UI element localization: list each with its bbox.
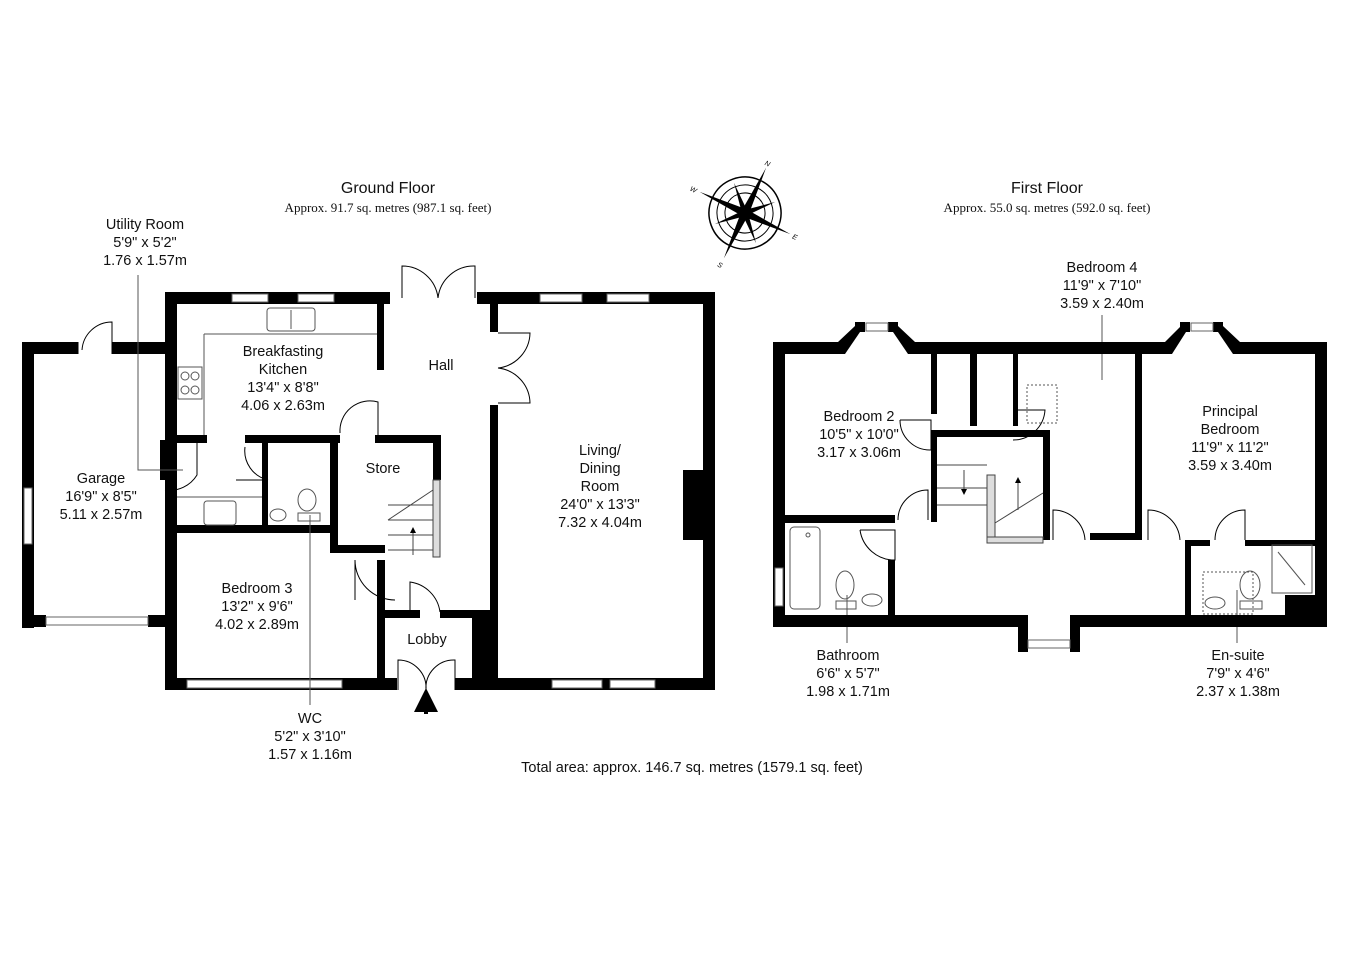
ground-floor-doors xyxy=(77,265,531,691)
first-floor-windows xyxy=(774,322,1214,649)
room-label-store: Store xyxy=(365,461,401,477)
total-area: Total area: approx. 146.7 sq. metres (15… xyxy=(521,760,863,776)
compass-e: E xyxy=(791,234,798,242)
first-floor-walls xyxy=(773,322,1327,652)
first-floor-area: Approx. 55.0 sq. metres (592.0 sq. feet) xyxy=(943,200,1151,215)
compass-s: S xyxy=(716,262,723,270)
first-floor-fixtures xyxy=(789,384,1313,615)
room-label-hall: Hall xyxy=(428,358,454,374)
first-floor-doors xyxy=(859,409,1246,561)
ground-floor-windows xyxy=(23,293,656,689)
first-floor-title: First Floor xyxy=(1010,180,1083,197)
compass-rose-icon: N S W E xyxy=(689,160,799,270)
ground-floor-walls xyxy=(22,292,715,690)
ground-floor-fixtures xyxy=(177,307,441,714)
compass-n: N xyxy=(763,160,771,169)
room-label-lobby: Lobby xyxy=(407,632,447,648)
ground-floor-heading: Ground Floor Approx. 91.7 sq. metres (98… xyxy=(285,180,492,216)
first-floor-heading: First Floor Approx. 55.0 sq. metres (592… xyxy=(944,180,1151,216)
compass-w: W xyxy=(689,186,699,196)
ground-floor-title: Ground Floor xyxy=(340,180,436,197)
ground-floor-area: Approx. 91.7 sq. metres (987.1 sq. feet) xyxy=(284,200,492,215)
